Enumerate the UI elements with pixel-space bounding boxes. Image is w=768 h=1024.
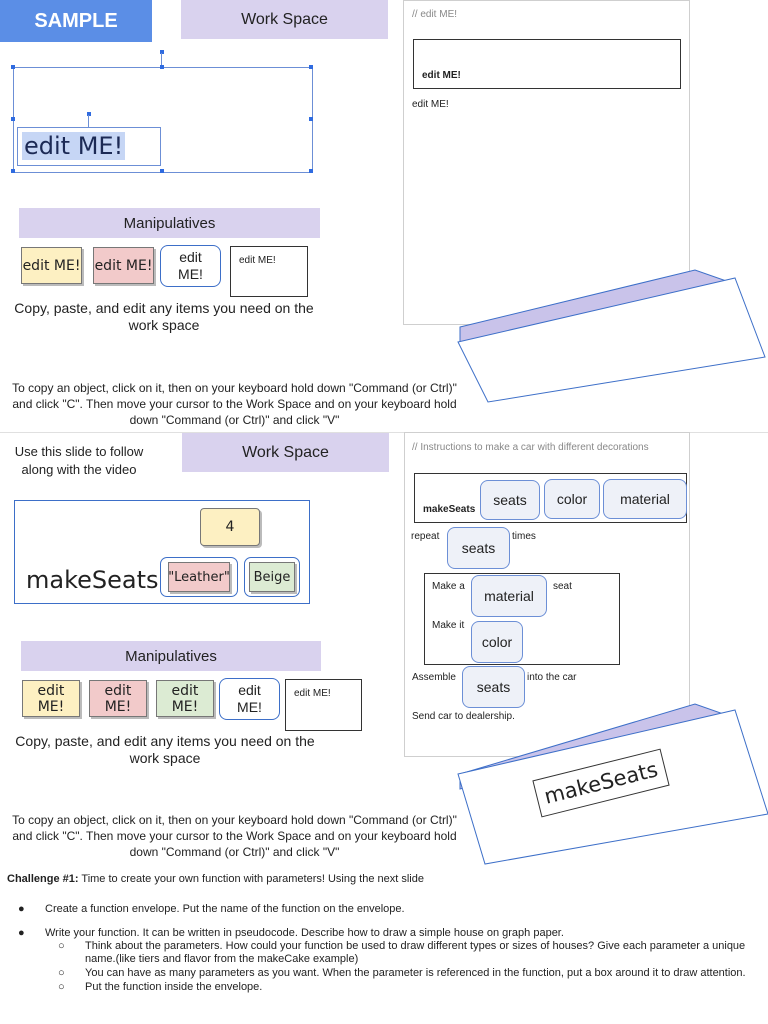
workspace-header-2: Work Space xyxy=(182,433,389,472)
rounded-box-card-2[interactable]: edit ME! xyxy=(219,678,280,720)
resize-handle-nw[interactable] xyxy=(11,65,15,69)
yellow-sticky-card-2[interactable]: edit ME! xyxy=(22,680,80,717)
selected-text[interactable]: edit ME! xyxy=(22,132,126,160)
copy-instructions-2: To copy an object, click on it, then on … xyxy=(12,813,457,859)
doc-body-text: edit ME! xyxy=(412,99,449,110)
list-item: ○ Think about the parameters. How could … xyxy=(18,940,763,966)
resize-handle-se[interactable] xyxy=(309,169,313,173)
list-item: ○ Put the function inside the envelope. xyxy=(18,981,763,994)
repeat-keyword: repeat xyxy=(411,531,440,542)
challenge-heading: Challenge #1: Time to create your own fu… xyxy=(7,873,762,885)
doc-comment: // edit ME! xyxy=(412,9,458,20)
manipulatives-header-2: Manipulatives xyxy=(21,641,321,671)
list-item: ● Write your function. It can be written… xyxy=(18,926,763,940)
copy-note-2: Copy, paste, and edit any items you need… xyxy=(15,733,315,766)
copy-note: Copy, paste, and edit any items you need… xyxy=(14,300,314,333)
param-material-chip[interactable]: material xyxy=(603,479,687,519)
circle-bullet-icon: ○ xyxy=(58,967,65,979)
bullet-text-1: Create a function envelope. Put the name… xyxy=(45,903,405,915)
color-chip[interactable]: color xyxy=(471,621,523,663)
resize-handle-w[interactable] xyxy=(11,117,15,121)
inner-rotate-handle[interactable] xyxy=(87,112,91,116)
plain-box-card[interactable]: edit ME! xyxy=(230,246,308,297)
resize-handle-s[interactable] xyxy=(160,169,164,173)
list-item: ○ You can have as many parameters as you… xyxy=(18,967,763,980)
bullet-icon: ● xyxy=(18,927,25,939)
param-color-box[interactable]: Beige xyxy=(244,557,300,597)
resize-handle-sw[interactable] xyxy=(11,169,15,173)
repeat-seats-chip[interactable]: seats xyxy=(447,527,510,569)
challenge-title: Challenge #1: xyxy=(7,873,79,885)
sub-bullet-text-1: Think about the parameters. How could yo… xyxy=(85,940,746,965)
seat-text: seat xyxy=(553,581,572,592)
pink-sticky-card-2[interactable]: edit ME! xyxy=(89,680,147,717)
times-keyword: times xyxy=(512,531,536,542)
challenge-description: Time to create your own function with pa… xyxy=(78,873,424,885)
circle-bullet-icon: ○ xyxy=(58,981,65,993)
car-doc-comment: // Instructions to make a car with diffe… xyxy=(412,442,649,453)
inner-rotate-stem xyxy=(88,115,89,127)
plain-box-card-2[interactable]: edit ME! xyxy=(285,679,362,731)
bullet-icon: ● xyxy=(18,903,25,915)
pink-sticky-card[interactable]: edit ME! xyxy=(93,247,154,284)
code-doc-panel: // edit ME! edit ME! edit ME! xyxy=(403,0,690,325)
green-sticky-card-2[interactable]: edit ME! xyxy=(156,680,214,717)
resize-handle-n[interactable] xyxy=(160,65,164,69)
rotate-handle[interactable] xyxy=(160,50,164,54)
param-seats-chip[interactable]: seats xyxy=(480,480,540,520)
copy-instructions: To copy an object, click on it, then on … xyxy=(12,381,457,427)
repeat-body-box xyxy=(424,573,620,665)
sample-badge: SAMPLE xyxy=(0,0,152,42)
function-envelope-box[interactable] xyxy=(14,500,310,604)
function-box[interactable]: edit ME! xyxy=(413,39,681,89)
envelope-graphic xyxy=(457,269,766,403)
workspace-header: Work Space xyxy=(181,0,388,39)
into-car-text: into the car xyxy=(527,672,577,683)
bullet-text-2: Write your function. It can be written i… xyxy=(45,927,564,939)
yellow-sticky-card[interactable]: edit ME! xyxy=(21,247,82,284)
send-car-text: Send car to dealership. xyxy=(412,711,515,722)
rounded-box-card[interactable]: edit ME! xyxy=(160,245,221,287)
param-color-chip[interactable]: color xyxy=(544,479,600,519)
intro-text: Use this slide to follow along with the … xyxy=(14,444,144,477)
assemble-seats-chip[interactable]: seats xyxy=(462,666,525,708)
param-material-box[interactable]: "Leather" xyxy=(160,557,238,597)
make-it-text: Make it xyxy=(432,620,465,631)
assemble-text: Assemble xyxy=(412,672,456,683)
function-name-text: makeSeats xyxy=(26,566,159,594)
sub-bullet-text-2: You can have as many parameters as you w… xyxy=(85,967,746,979)
def-function-name: makeSeats xyxy=(423,504,476,515)
list-item: ● Create a function envelope. Put the na… xyxy=(18,902,763,916)
manipulatives-header: Manipulatives xyxy=(19,208,320,238)
car-instructions-panel: // Instructions to make a car with diffe… xyxy=(404,432,690,757)
resize-handle-e[interactable] xyxy=(309,117,313,121)
param-color-sticky: Beige xyxy=(249,562,295,592)
param-count-sticky[interactable]: 4 xyxy=(200,508,260,546)
function-box-label: edit ME! xyxy=(422,70,461,81)
slide-divider xyxy=(0,432,768,433)
sub-bullet-text-3: Put the function inside the envelope. xyxy=(85,981,263,993)
make-a-text: Make a xyxy=(432,581,465,592)
challenge-list: ● Create a function envelope. Put the na… xyxy=(18,902,763,994)
rotate-stem xyxy=(161,53,162,67)
selected-text-box[interactable]: edit ME! xyxy=(17,127,161,166)
circle-bullet-icon: ○ xyxy=(58,940,65,952)
param-material-sticky: "Leather" xyxy=(168,562,230,592)
resize-handle-ne[interactable] xyxy=(309,65,313,69)
material-chip[interactable]: material xyxy=(471,575,547,617)
